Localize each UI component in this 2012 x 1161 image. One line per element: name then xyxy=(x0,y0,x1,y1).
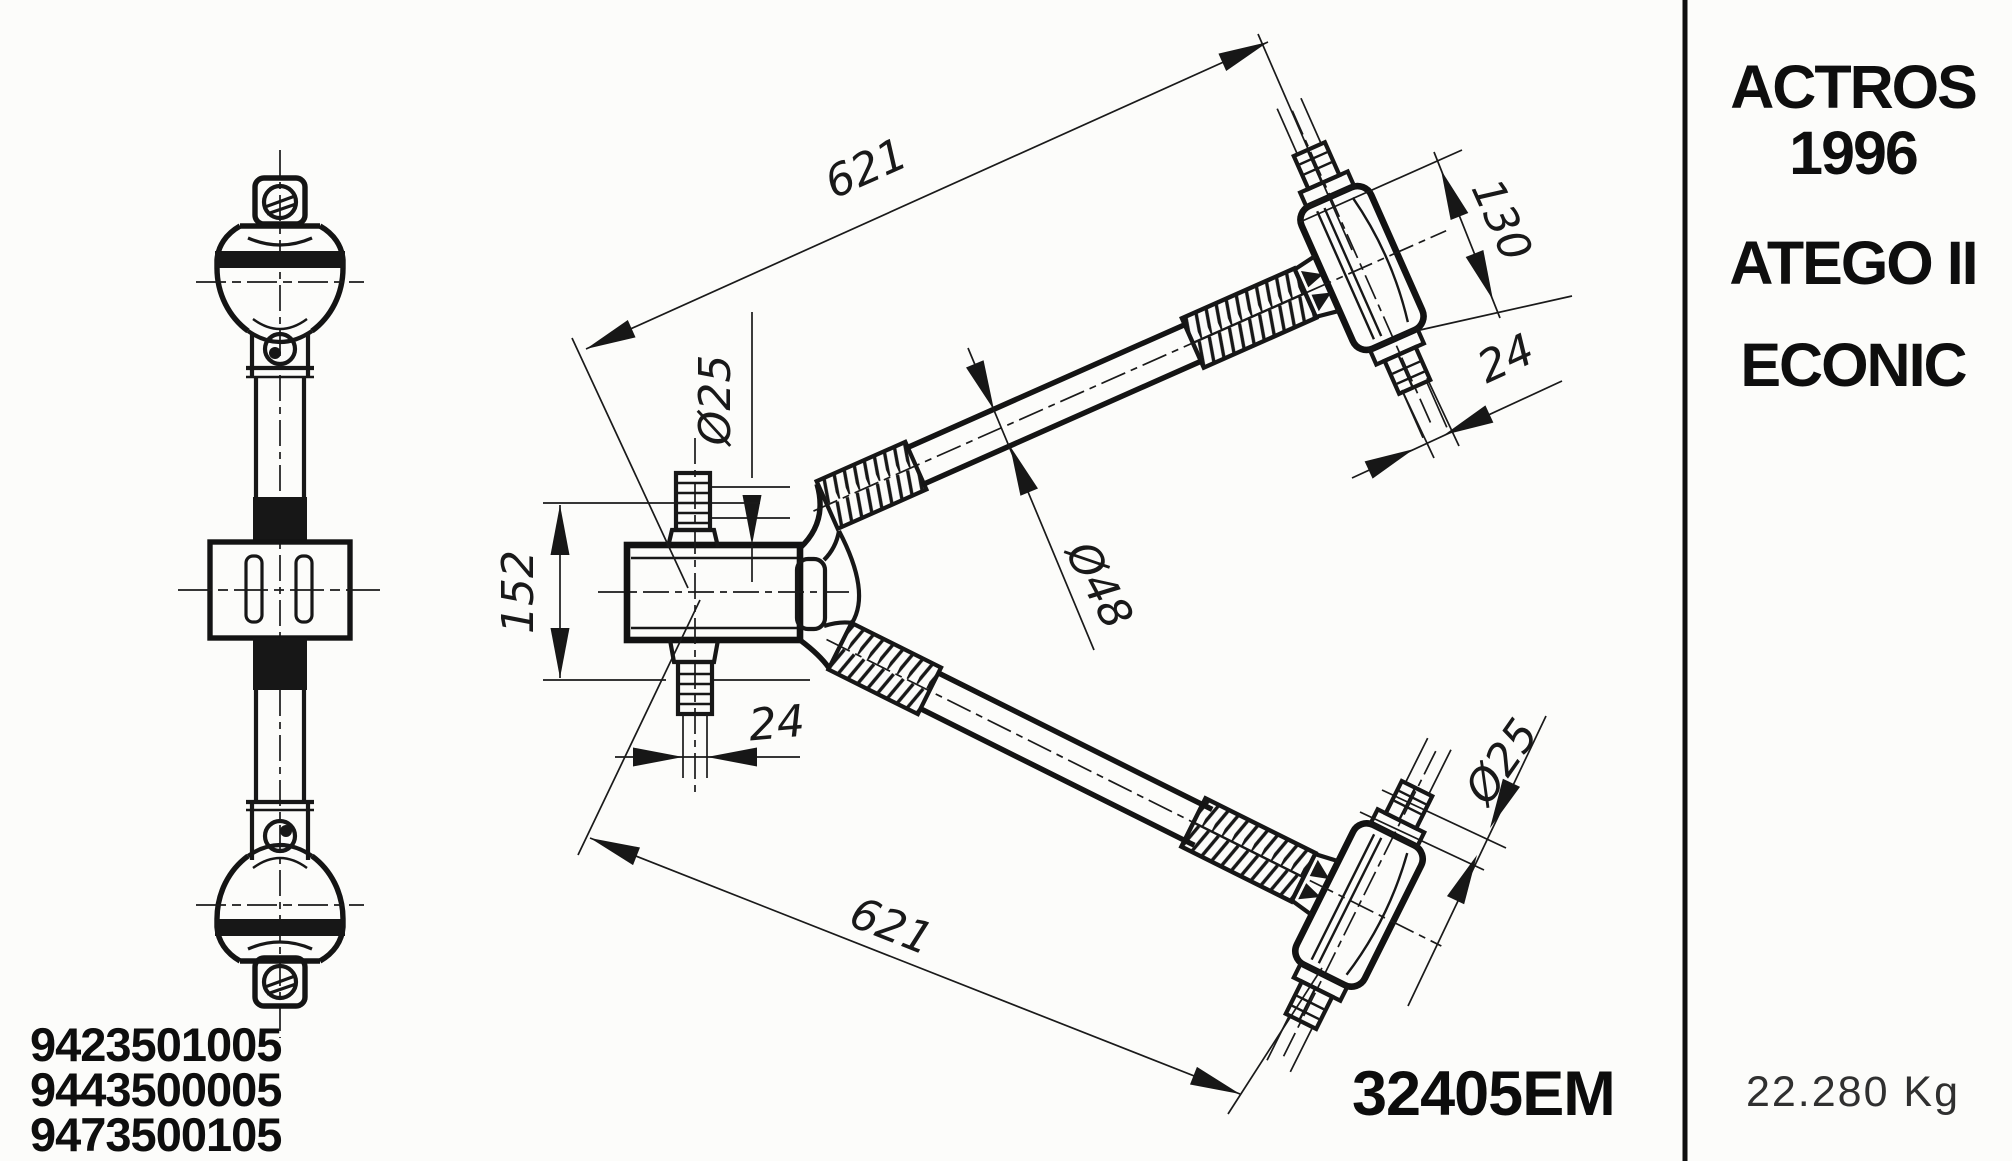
upper-bushing xyxy=(215,226,345,342)
model-actros-year: 1996 xyxy=(1690,118,2012,188)
dim-eye-pin-dia: Ø25 xyxy=(1359,710,1549,1007)
dim-label-top-pin: 24 xyxy=(1470,324,1542,394)
model-econic-name: ECONIC xyxy=(1740,331,1967,399)
model-actros: ACTROS xyxy=(1690,52,2012,122)
lower-arm xyxy=(825,620,1521,1107)
centre-block-side xyxy=(178,497,382,690)
model-actros-year-label: 1996 xyxy=(1789,119,1919,187)
model-atego: ATEGO II xyxy=(1690,228,2012,298)
oem-number: 9443500005 xyxy=(30,1063,282,1116)
model-actros-name: ACTROS xyxy=(1730,53,1978,121)
model-atego-name: ATEGO II xyxy=(1729,229,1978,297)
oem-number: 9423501005 xyxy=(30,1018,282,1071)
upper-arm xyxy=(813,66,1520,532)
bottom-clamp xyxy=(252,955,308,1009)
dimensions: 621 621 130 xyxy=(493,33,1573,1115)
dim-hub-height: 152 xyxy=(493,502,810,681)
bottom-bolt xyxy=(261,963,299,1001)
dim-hub-pin: 24 xyxy=(615,696,807,767)
lower-shaft xyxy=(253,690,307,802)
dim-rod-dia: Ø48 xyxy=(966,347,1143,651)
dim-label-hub-height: 152 xyxy=(493,550,544,634)
dim-label-hub-pin: 24 xyxy=(747,696,807,752)
main-view xyxy=(598,66,1522,1107)
part-code: 32405EM xyxy=(1352,1059,1616,1129)
dim-hub-pin-dia: Ø25 xyxy=(690,312,790,582)
dim-bush-housing: 130 xyxy=(1299,149,1573,331)
dim-label-hub-pin-dia: Ø25 xyxy=(690,355,741,448)
dim-label-bottom-length: 621 xyxy=(843,887,940,965)
weight-value: 22.280 Kg xyxy=(1745,1068,1961,1116)
dim-label-eye-pin-dia: Ø25 xyxy=(1454,710,1549,815)
oem-number: 9473500105 xyxy=(30,1108,282,1161)
oem-number-list: 9423501005 9443500005 9473500105 xyxy=(30,1018,282,1161)
top-bolt xyxy=(261,183,299,221)
model-econic: ECONIC xyxy=(1690,330,2012,400)
weight-block: 22.280 Kg xyxy=(1690,1068,2012,1117)
front-view xyxy=(178,150,382,1038)
lower-pin-bracket xyxy=(246,799,314,860)
dim-label-top-length: 621 xyxy=(817,128,914,209)
hub xyxy=(598,438,862,792)
